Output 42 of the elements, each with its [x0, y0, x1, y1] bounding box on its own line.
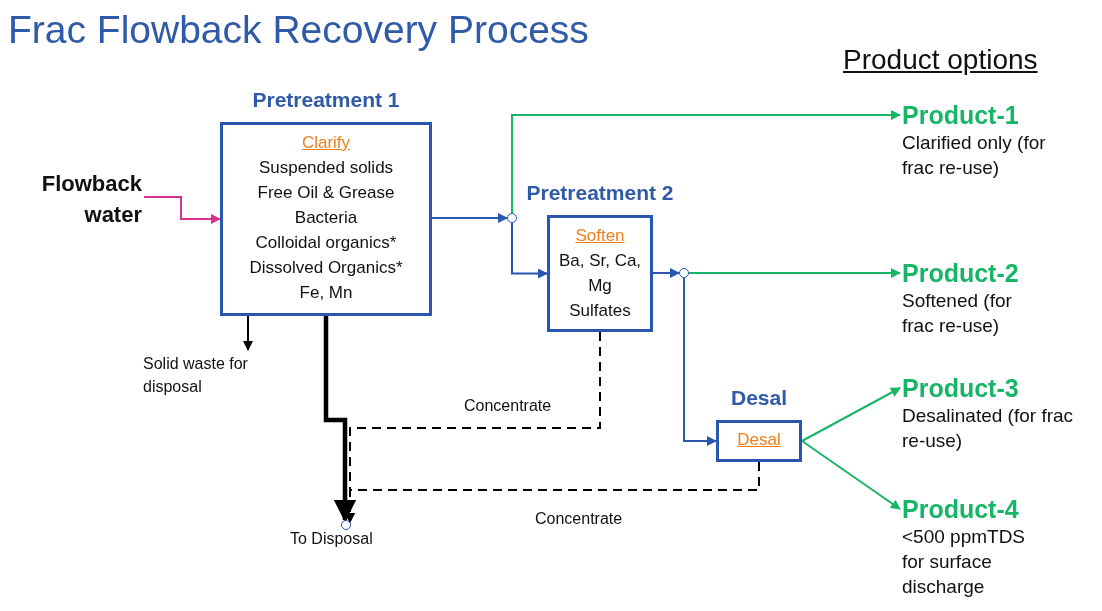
arrow [688, 268, 901, 278]
arrow [683, 277, 717, 446]
arrow [652, 268, 680, 278]
arrow [801, 440, 901, 510]
contaminant-text: Bacteria [294, 207, 358, 229]
product-description: Clarified only (for frac re-use) [902, 131, 1047, 180]
stage-heading: Pretreatment 2 [525, 181, 675, 205]
contaminant-text: Fe, Mn [299, 282, 353, 304]
product-description: Softened (for frac re-use) [902, 289, 1013, 338]
arrow [511, 110, 901, 214]
contaminant-text: Free Oil & Grease [257, 182, 395, 204]
junction-circle [679, 268, 689, 278]
contaminant-text: Ba, Sr, Ca, Mg [557, 250, 643, 297]
arrow [143, 196, 221, 224]
arrow [243, 315, 253, 351]
product-name: Product-1 [902, 100, 1020, 130]
junction-circle [507, 213, 517, 223]
stage-heading: Pretreatment 1 [251, 88, 401, 112]
arrow [431, 213, 508, 223]
arrow [801, 387, 901, 442]
source-label: Flowback water [40, 170, 142, 229]
product-description: Desalinated (for frac re-use) [902, 404, 1075, 453]
contaminant-text: Suspended solids [258, 157, 394, 179]
output-label: Solid waste for disposal [143, 354, 249, 397]
dashed-arrow [345, 461, 760, 523]
product-description: <500 ppmTDS for surface discharge [902, 525, 1027, 599]
product-name: Product-3 [902, 373, 1020, 403]
step-name: Soften [575, 225, 625, 247]
stage-heading: Desal [729, 386, 788, 410]
diagram-title: Frac Flowback Recovery Process [8, 8, 589, 52]
step-name: Desal [737, 429, 781, 451]
contaminant-text: Sulfates [569, 300, 631, 322]
product-name: Product-4 [902, 494, 1020, 524]
section-heading: Product options [843, 44, 1038, 76]
junction-circle [341, 520, 351, 530]
product-name: Product-2 [902, 258, 1020, 288]
contaminant-text: Colloidal organics* [255, 232, 397, 254]
step-name: Clarify [301, 132, 351, 154]
arrow [511, 222, 548, 279]
arrow [323, 316, 357, 523]
contaminant-text: Dissolved Organics* [249, 257, 403, 279]
output-label: To Disposal [290, 530, 373, 548]
